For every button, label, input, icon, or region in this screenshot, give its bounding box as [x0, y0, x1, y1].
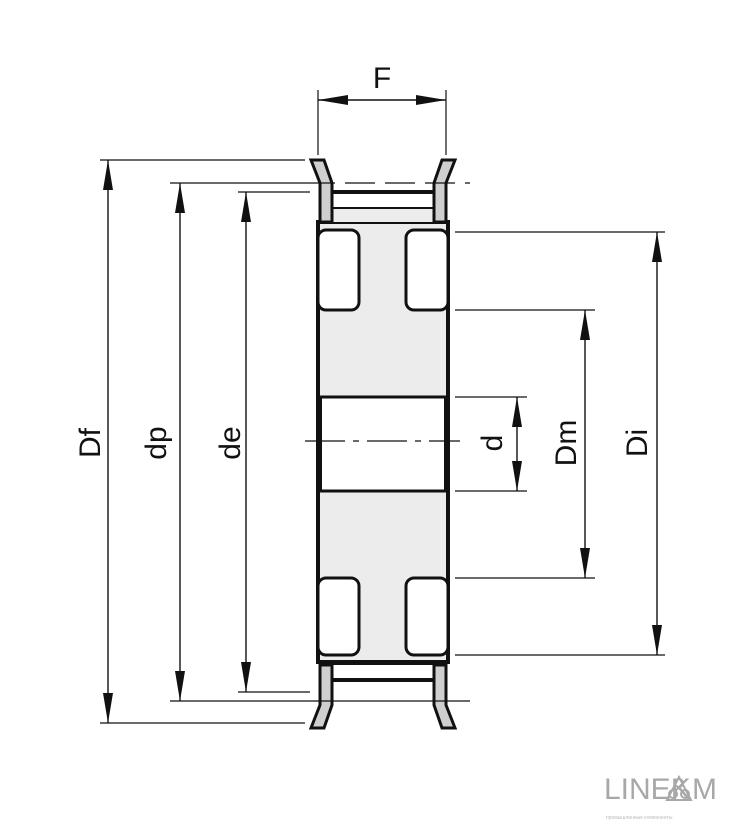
logo-rollers-icon [665, 774, 693, 801]
label-Di: Di [621, 429, 654, 457]
extension-lines [100, 90, 665, 724]
pulley-body [316, 190, 450, 682]
label-Df: Df [74, 427, 107, 458]
label-dp: dp [140, 426, 173, 459]
linekom-logo: LINEK M промышленные компоненты [604, 773, 717, 821]
dimension-lines [103, 95, 662, 723]
logo-tagline: промышленные компоненты [606, 815, 673, 821]
label-d: d [476, 435, 509, 452]
label-Dm: Dm [550, 420, 583, 467]
label-de: de [214, 426, 247, 459]
label-F: F [373, 62, 391, 95]
logo-text-right: M [692, 773, 717, 806]
